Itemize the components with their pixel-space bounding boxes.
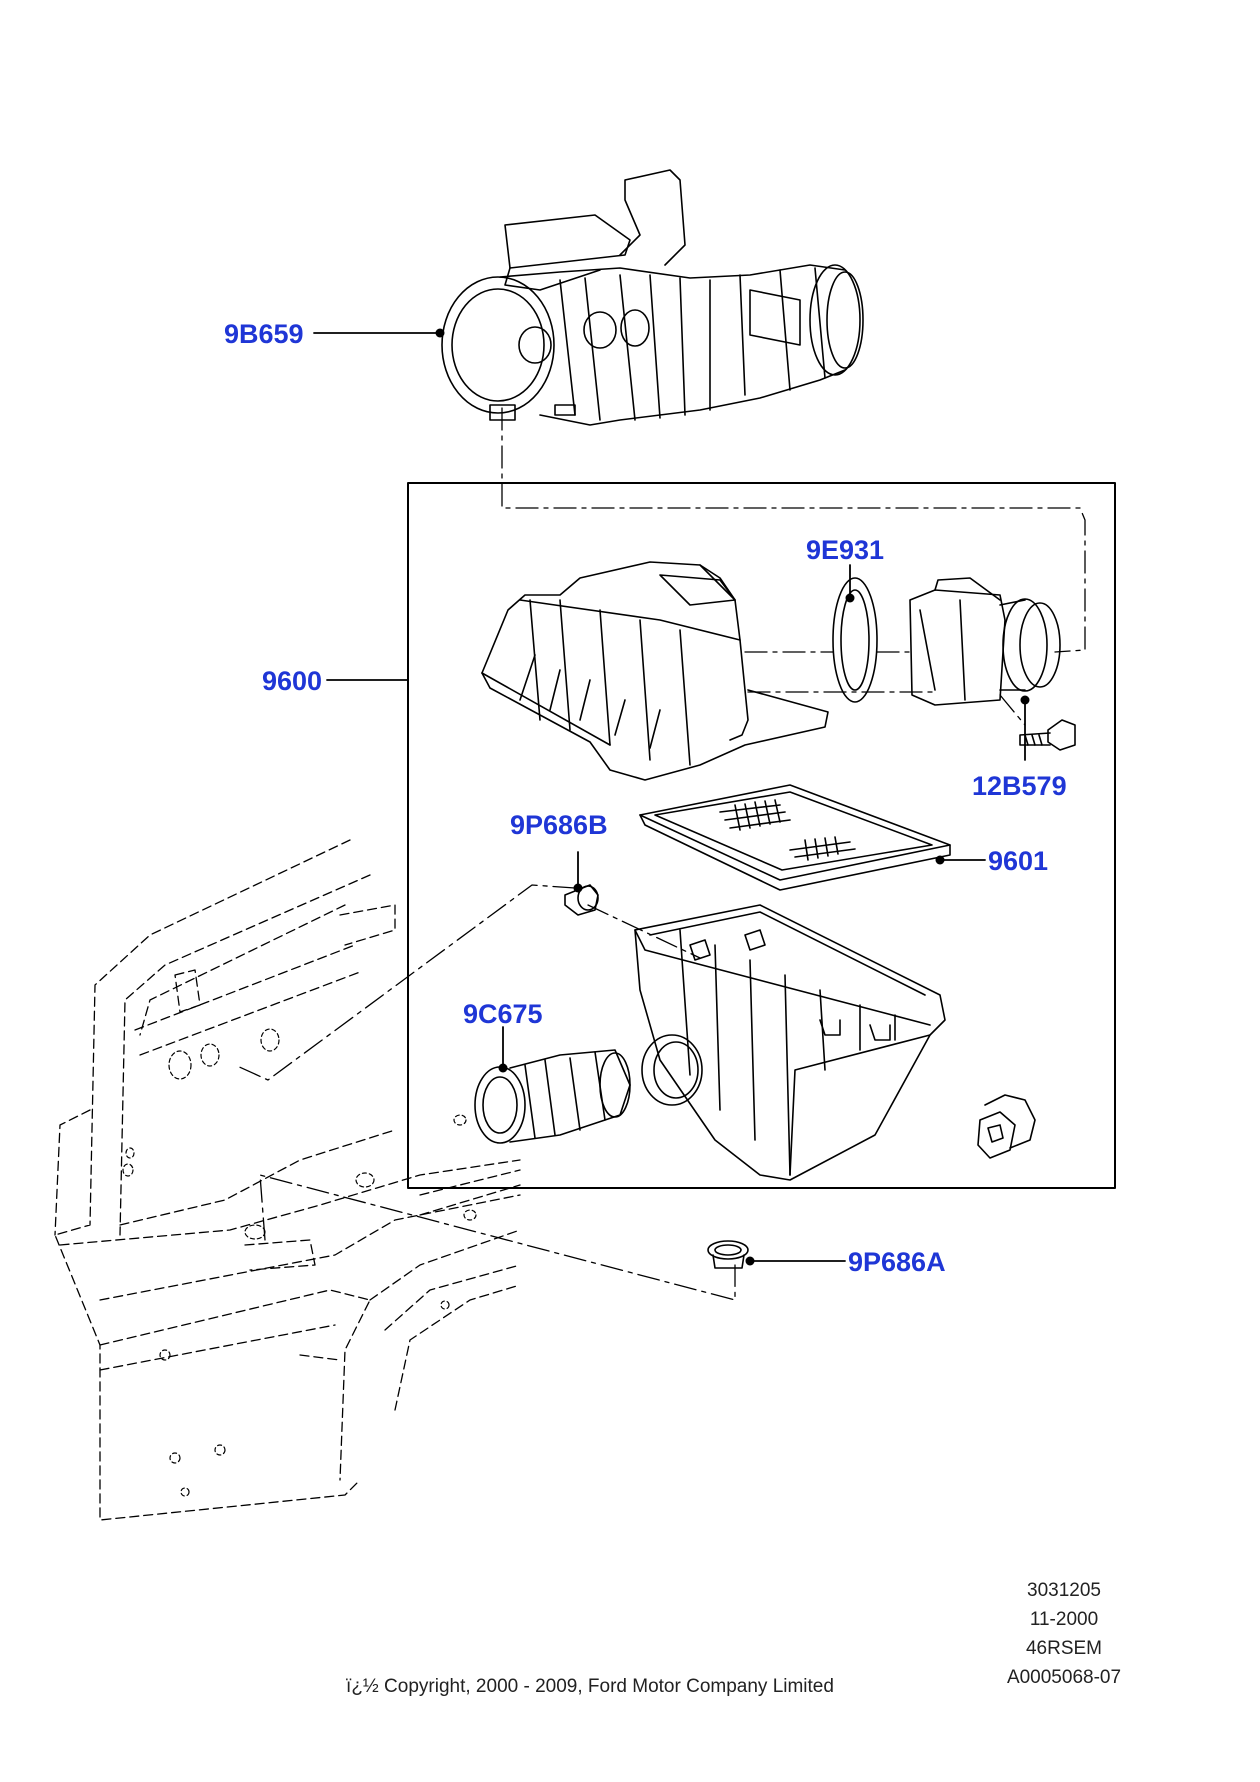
drawing-code: 46RSEM xyxy=(1025,1638,1103,1659)
air-cleaner-upper-housing xyxy=(481,561,829,781)
callout-9601: 9601 xyxy=(988,846,1048,876)
callout-labels: 9B659 9E931 9600 12B579 9P686B 9601 9C67… xyxy=(224,319,1067,1277)
air-inlet-9c675 xyxy=(474,1049,631,1144)
air-filter-element-9601 xyxy=(639,784,951,891)
assembly-frame-9600 xyxy=(407,482,1116,1189)
callout-12b579: 12B579 xyxy=(972,771,1067,801)
air-inlet-duct-9b659 xyxy=(441,169,864,426)
leader-lines xyxy=(313,332,1026,1262)
callout-9p686b: 9P686B xyxy=(510,810,608,840)
grommet-9p686b xyxy=(564,884,599,916)
alignment-phantom-lines xyxy=(234,407,1086,1301)
drawing-date: 11-2000 xyxy=(1029,1609,1099,1630)
retaining-clip xyxy=(977,1094,1036,1159)
drawing-number: 3031205 xyxy=(1027,1580,1101,1601)
vehicle-body-outline xyxy=(54,839,521,1521)
callout-9600: 9600 xyxy=(262,666,322,696)
bolt-12b579 xyxy=(1019,719,1076,751)
callout-9p686a: 9P686A xyxy=(848,1247,946,1277)
copyright-notice: ï¿½ Copyright, 2000 - 2009, Ford Motor C… xyxy=(346,1676,834,1697)
leader-dots xyxy=(435,328,1030,1266)
callout-9b659: 9B659 xyxy=(224,319,304,349)
gasket-9e931 xyxy=(832,577,878,703)
callout-9e931: 9E931 xyxy=(806,535,884,565)
drawing-reference: A0005068-07 xyxy=(1006,1667,1122,1688)
callout-9c675: 9C675 xyxy=(463,999,543,1029)
grommet-9p686a xyxy=(707,1240,749,1269)
air-cleaner-lower-housing xyxy=(634,904,946,1181)
vehicle-body-holes xyxy=(122,1028,477,1497)
mass-air-flow-sensor xyxy=(909,577,1061,706)
